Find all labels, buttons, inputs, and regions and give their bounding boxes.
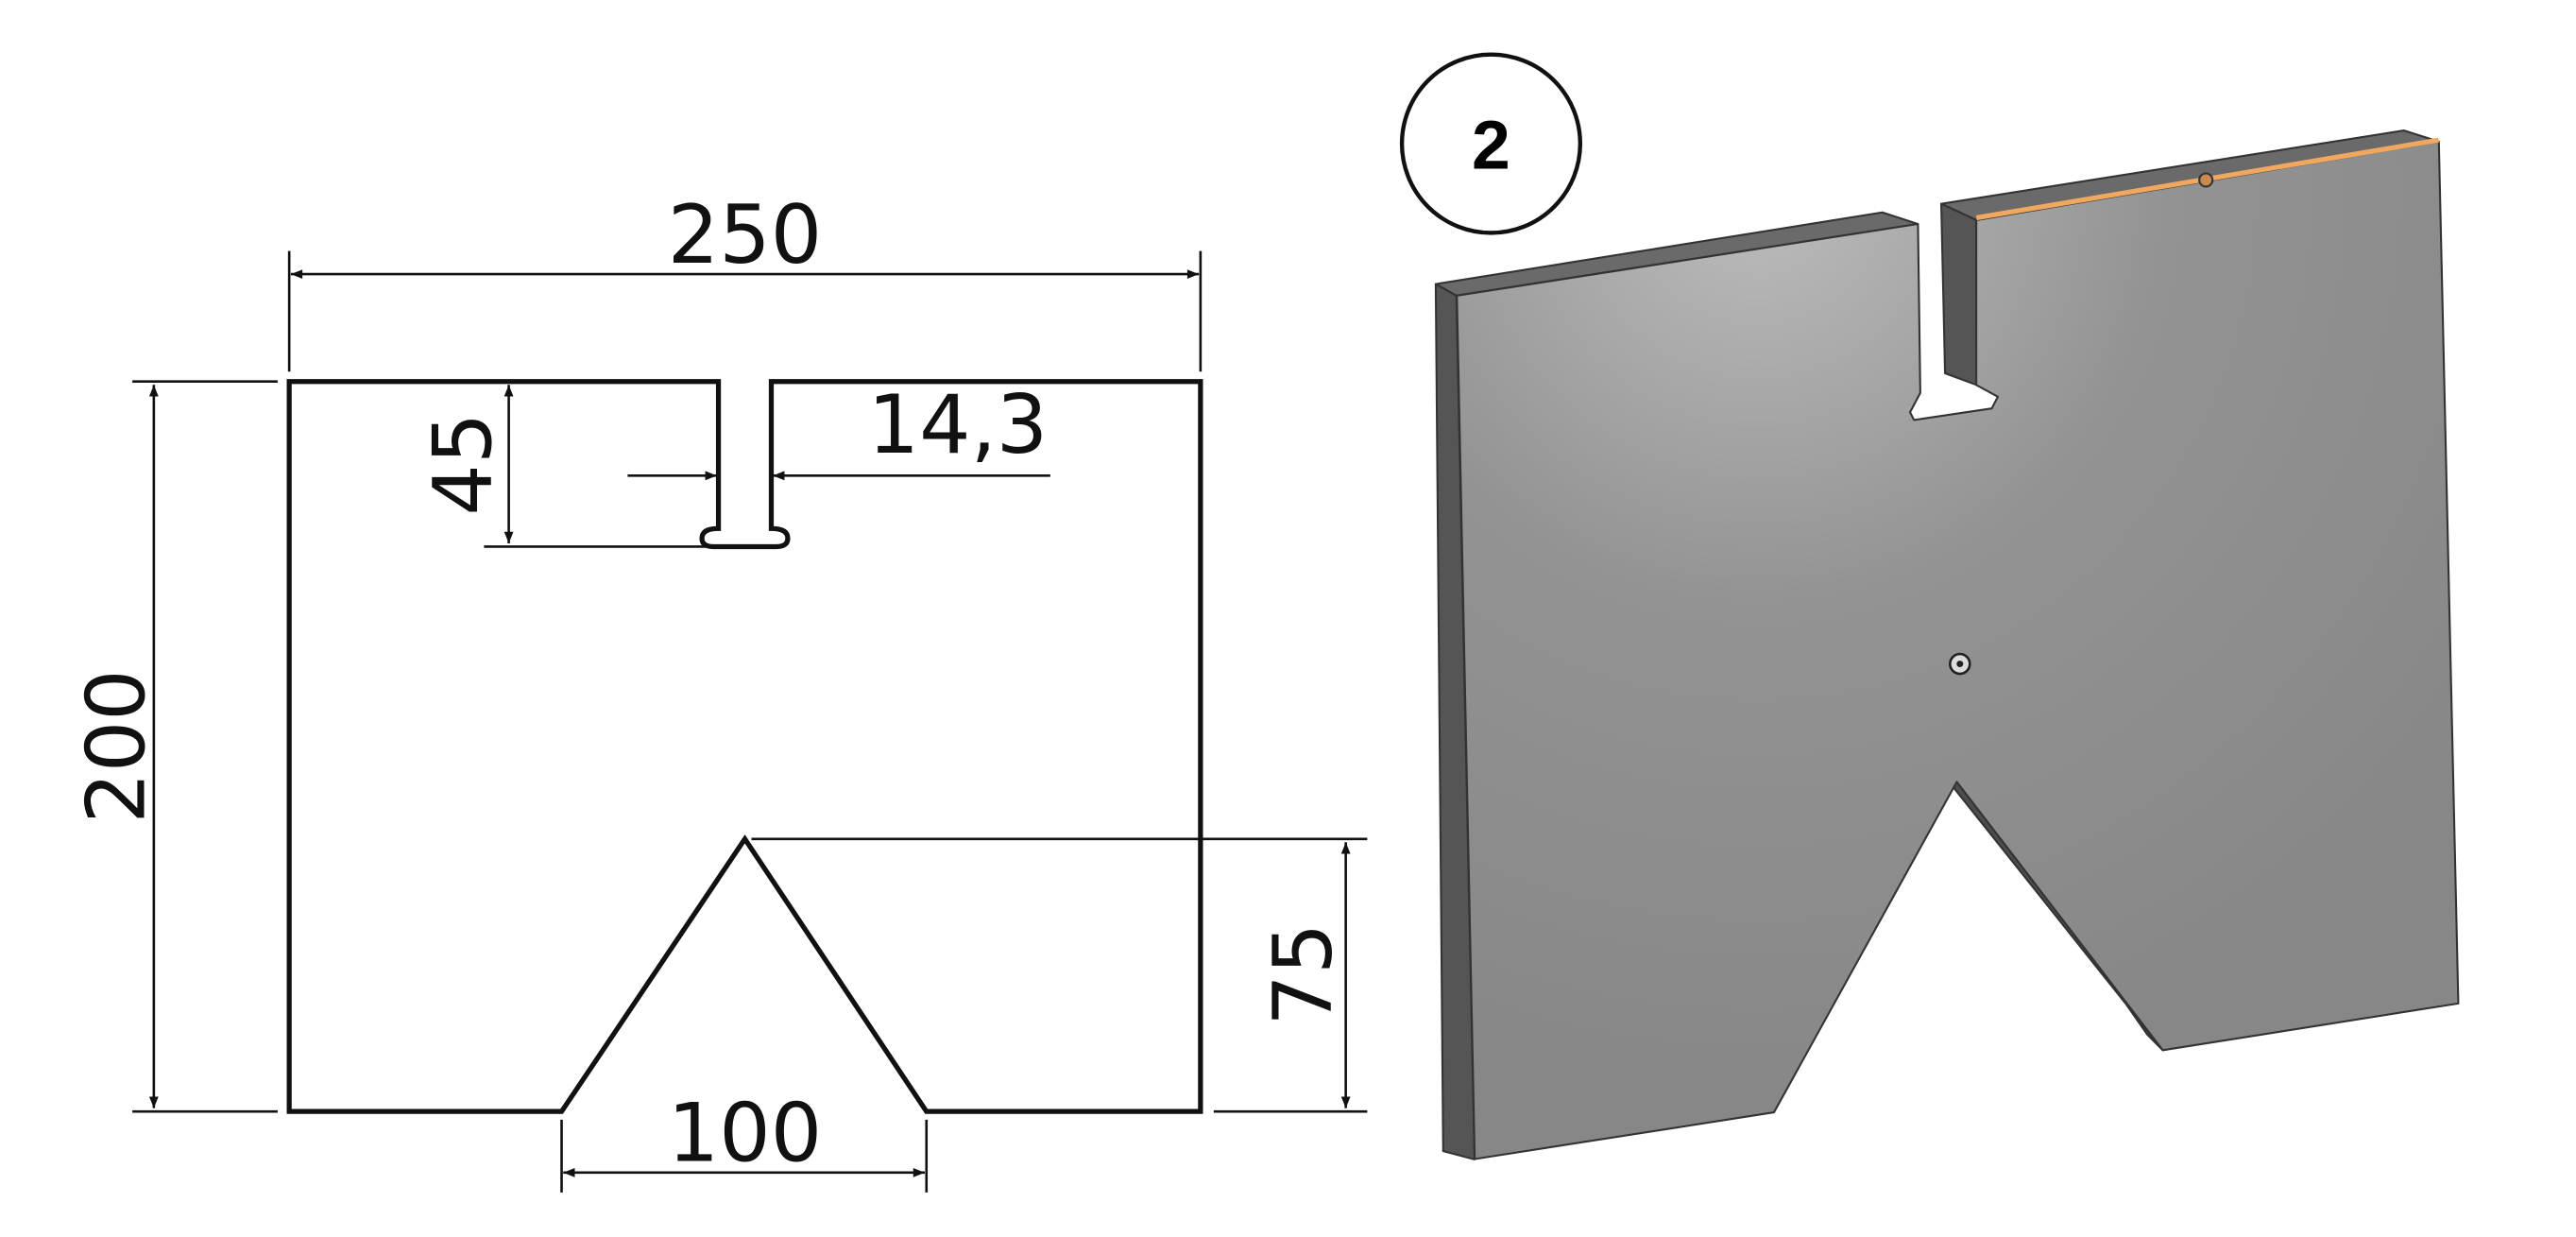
- 3d-model: [1434, 129, 2460, 1160]
- technical-drawing: [132, 250, 1368, 1193]
- front-face: [1456, 140, 2460, 1160]
- slot-wall-face: [1940, 202, 1978, 387]
- dimension-height: [132, 380, 278, 1113]
- center-point-dot: [1956, 661, 1964, 668]
- label-slot-depth: 45: [417, 413, 510, 516]
- step-badge: 2: [1399, 52, 1583, 235]
- label-height: 200: [70, 669, 163, 823]
- label-notch-width: 100: [668, 1088, 822, 1181]
- dimension-slot-depth: [484, 385, 708, 548]
- label-notch-height: 75: [1257, 923, 1351, 1026]
- dimension-width: [287, 250, 1203, 372]
- part-outline: [286, 379, 1203, 1114]
- dimension-notch-width: [560, 1119, 929, 1193]
- edge-point-marker: [2198, 172, 2214, 188]
- step-number: 2: [1472, 106, 1510, 183]
- label-slot-width: 14,3: [868, 379, 1049, 472]
- label-width: 250: [668, 189, 822, 283]
- dimension-notch-height: [751, 837, 1368, 1113]
